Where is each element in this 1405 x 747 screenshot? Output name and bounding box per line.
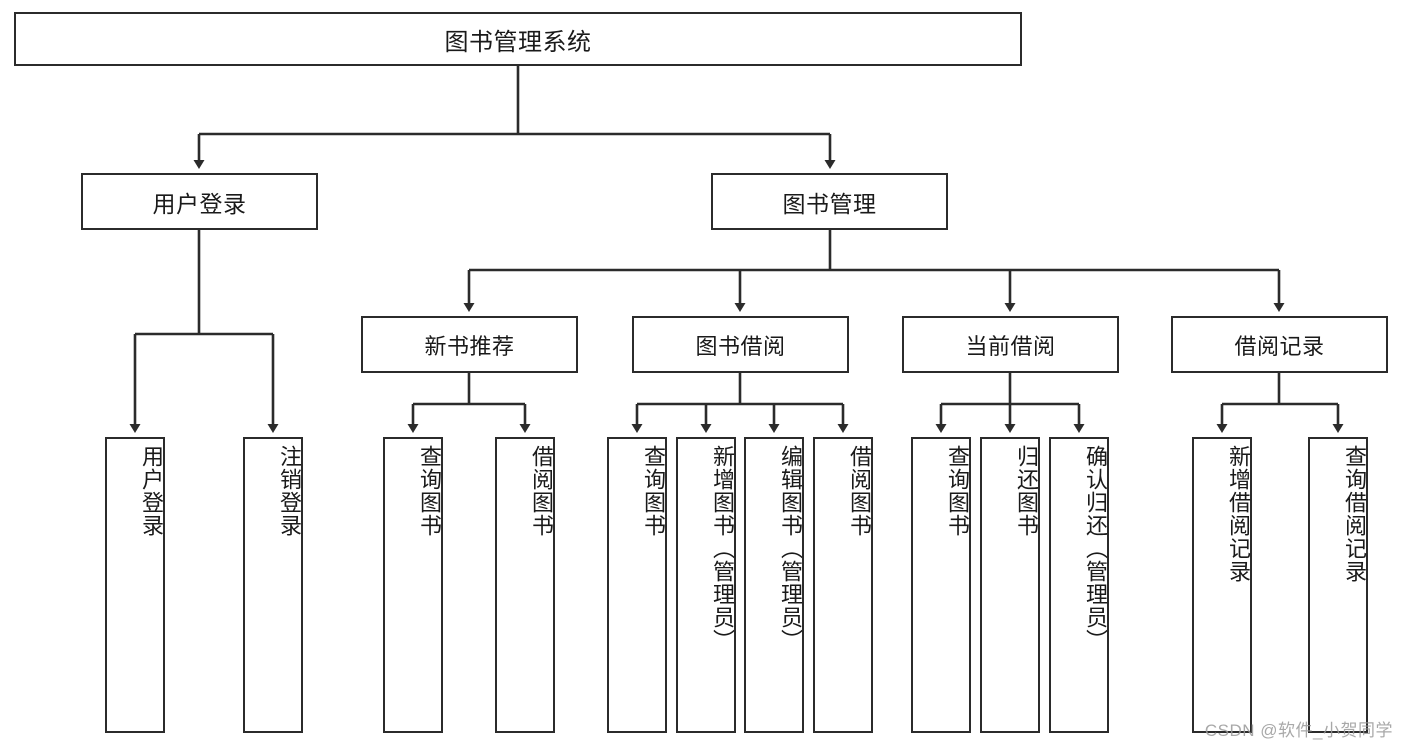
leaf-edit-book-admin[interactable]: 编辑图书（管理员） [744, 437, 804, 733]
leaf-label: 借阅图书 [529, 445, 554, 537]
node-root-book-management-system[interactable]: 图书管理系统 [14, 12, 1022, 66]
node-borrowing-records[interactable]: 借阅记录 [1171, 316, 1388, 373]
leaf-label: 编辑图书（管理员） [778, 445, 803, 652]
leaf-confirm-return-admin[interactable]: 确认归还（管理员） [1049, 437, 1109, 733]
node-user-login[interactable]: 用户登录 [81, 173, 318, 230]
leaf-label: 归还图书 [1014, 445, 1039, 537]
node-label: 用户登录 [152, 190, 247, 217]
node-label: 新书推荐 [424, 333, 515, 359]
node-label: 当前借阅 [965, 333, 1056, 359]
leaf-return-books[interactable]: 归还图书 [980, 437, 1040, 733]
node-label: 借阅记录 [1234, 333, 1325, 359]
leaf-query-books-recommendation[interactable]: 查询图书 [383, 437, 443, 733]
leaf-label: 用户登录 [139, 445, 164, 537]
leaf-label: 借阅图书 [847, 445, 872, 537]
leaf-label: 新增借阅记录 [1226, 445, 1251, 583]
node-label: 图书管理 [782, 190, 877, 217]
leaf-add-borrowing-record[interactable]: 新增借阅记录 [1192, 437, 1252, 733]
leaf-borrow-books-recommendation[interactable]: 借阅图书 [495, 437, 555, 733]
node-new-book-recommendation[interactable]: 新书推荐 [361, 316, 578, 373]
leaf-label: 查询图书 [641, 445, 666, 537]
leaf-query-books-current[interactable]: 查询图书 [911, 437, 971, 733]
leaf-label: 注销登录 [277, 445, 302, 537]
leaf-label: 查询图书 [417, 445, 442, 537]
node-label: 图书借阅 [695, 333, 786, 359]
leaf-add-book-admin[interactable]: 新增图书（管理员） [676, 437, 736, 733]
leaf-label: 查询图书 [945, 445, 970, 537]
leaf-user-login[interactable]: 用户登录 [105, 437, 165, 733]
node-book-management[interactable]: 图书管理 [711, 173, 948, 230]
node-current-borrowing[interactable]: 当前借阅 [902, 316, 1119, 373]
leaf-label: 查询借阅记录 [1342, 445, 1367, 583]
leaf-query-books-borrowing[interactable]: 查询图书 [607, 437, 667, 733]
leaf-logout[interactable]: 注销登录 [243, 437, 303, 733]
csdn-watermark: CSDN @软件_小贺同学 [1204, 721, 1393, 740]
leaf-label: 新增图书（管理员） [710, 445, 735, 652]
leaf-query-borrowing-record[interactable]: 查询借阅记录 [1308, 437, 1368, 733]
leaf-borrow-books-borrowing[interactable]: 借阅图书 [813, 437, 873, 733]
node-book-borrowing[interactable]: 图书借阅 [632, 316, 849, 373]
node-label: 图书管理系统 [444, 28, 592, 56]
leaf-label: 确认归还（管理员） [1083, 445, 1108, 652]
